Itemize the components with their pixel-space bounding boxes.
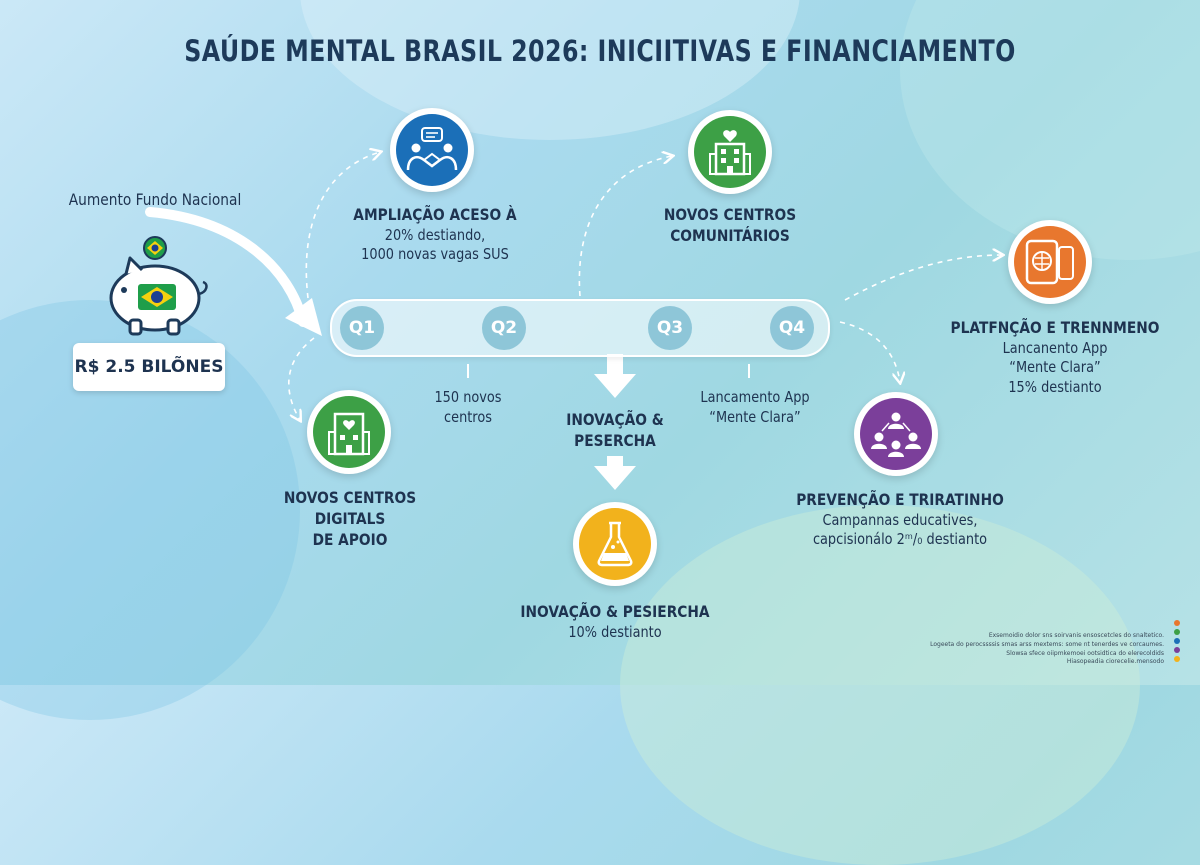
connector-lines (145, 0, 1200, 490)
q4-note-line2: “Mente Clara” (709, 407, 801, 426)
innovation-icon-badge (573, 502, 657, 586)
prevention-title: PREVENÇÃO E TRIRATINHO (796, 490, 1004, 509)
center-note-line2: PESERCHA (574, 430, 656, 450)
fund-arrow-head (285, 298, 322, 336)
prevention-line1: Campannas educatives, (822, 510, 978, 529)
hospital-icon (328, 412, 370, 456)
q2-note-line1: 150 novos (434, 388, 502, 406)
dashed-link-community (578, 156, 672, 297)
counseling-icon (406, 127, 458, 171)
tick-mark (748, 364, 750, 378)
accent-dots (1174, 620, 1182, 665)
center-note-line1: INOVAÇÃO & (566, 410, 664, 429)
footnote-line4: Hiasopeadia ciorecelie.mensodo (1066, 658, 1164, 666)
q4-note-line1: Lancamento App (700, 388, 810, 406)
q2-note-line2: centros (444, 407, 492, 426)
accent-dot (1174, 656, 1180, 662)
q2-note: 150 novos centros (425, 388, 511, 427)
access-title: AMPLIAÇÃO ACESO À (353, 205, 517, 224)
digital-text: NOVOS CENTROS DIGITALS DE APOIO (273, 488, 428, 550)
dashed-link-prevention (839, 321, 900, 382)
down-arrow-head (594, 374, 636, 398)
digital-title-3: DE APOIO (312, 529, 388, 549)
digital-title-2: DIGITALS (314, 508, 386, 528)
dashed-link-digital (288, 337, 315, 420)
hospital-icon (709, 130, 751, 176)
accent-dot (1174, 638, 1180, 644)
platform-line2: “Mente Clara” (1009, 358, 1101, 377)
innovation-line1: 10% destianto (568, 622, 662, 641)
flask-icon (597, 521, 633, 567)
down-arrow-head (594, 466, 636, 490)
community-title-1: NOVOS CENTROS (663, 205, 797, 224)
digital-title-1: NOVOS CENTROS (283, 488, 417, 507)
community-icon-badge (688, 110, 772, 194)
footnote-line2: Logeeta do perocssssis smas arss mextems… (930, 640, 1164, 648)
community-text: NOVOS CENTROS COMUNITÁRIOS (644, 205, 816, 247)
footnote: Exsemoidio dolor sns soirvanis ensoscetc… (904, 632, 1164, 667)
platform-text: PLATFNÇÃO E TRENNMENO Lancanento App “Me… (948, 318, 1163, 397)
prevention-line2: capcisionálo 2ᵐ/₀ destianto (812, 530, 988, 549)
quarter-q3: Q3 (648, 306, 692, 350)
footnote-line1: Exsemoidio dolor sns soirvanis ensoscetc… (988, 632, 1164, 640)
accent-dot (1174, 629, 1180, 635)
dashed-link-platform (844, 255, 1002, 301)
quarter-timeline: Q1 Q2 Q3 Q4 (330, 299, 830, 357)
innovation-title: INOVAÇÃO & PESIERCHA (520, 602, 710, 621)
accent-dot (1174, 620, 1180, 626)
access-line2: 1000 novas vagas SUS (361, 245, 509, 264)
dashed-link-access (305, 152, 380, 299)
access-line1: 20% destiando, (384, 225, 486, 244)
accent-dot (1174, 647, 1180, 653)
tick-mark (467, 364, 469, 378)
fund-arrow (145, 207, 308, 327)
access-text: AMPLIAÇÃO ACESO À 20% destiando, 1000 no… (345, 205, 526, 265)
platform-line1: Lancanento App (1002, 338, 1108, 357)
people-network-icon (871, 412, 921, 457)
piggy-bank-icon (109, 236, 208, 336)
platform-line3: 15% destianto (1008, 377, 1102, 396)
community-title-2: COMUNITÁRIOS (670, 225, 790, 245)
quarter-q2: Q2 (482, 306, 526, 350)
platform-title: PLATFNÇÃO E TRENNMENO (950, 318, 1160, 337)
prevention-text: PREVENÇÃO E TRIRATINHO Campannas educati… (788, 490, 1012, 550)
down-arrow-shaft (607, 456, 623, 468)
q4-note: Lancamento App “Mente Clara” (691, 388, 820, 427)
innovation-text: INOVAÇÃO & PESIERCHA 10% destianto (516, 602, 714, 642)
center-note: INOVAÇÃO & PESERCHA (555, 410, 675, 452)
page-title: SAÚDE MENTAL BRASIL 2026: INICIITIVAS E … (184, 34, 1016, 68)
mobile-brain-icon (1025, 239, 1074, 285)
prevention-icon-badge (854, 392, 938, 476)
quarter-q1: Q1 (340, 306, 384, 350)
footnote-line3: Slowsa sfece oiipmkemoei ootsidtica do e… (1006, 649, 1164, 657)
platform-icon-badge (1008, 220, 1092, 304)
fund-label: Aumento Fundo Nacional (68, 190, 242, 209)
quarter-q4: Q4 (770, 306, 814, 350)
fund-amount: R$ 2.5 BILÕNES (73, 343, 225, 391)
access-icon-badge (390, 108, 474, 192)
digital-icon-badge (307, 390, 391, 474)
down-arrow-shaft (607, 354, 623, 376)
